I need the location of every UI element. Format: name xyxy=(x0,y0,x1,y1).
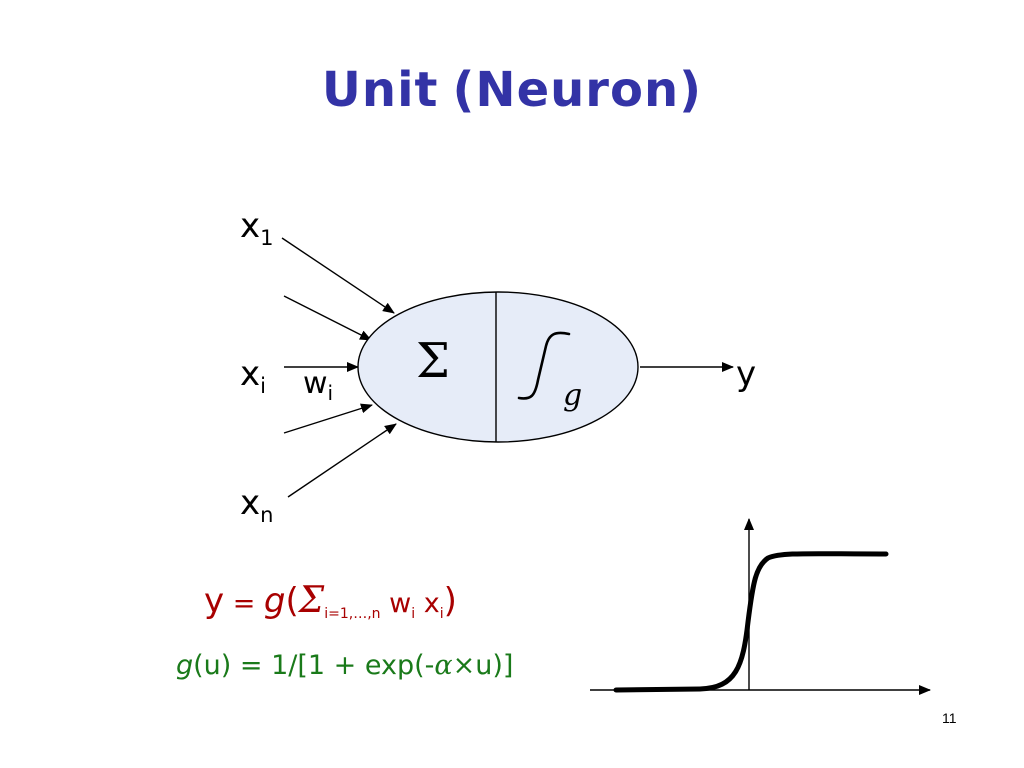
weight-label-wi: wi xyxy=(303,366,334,405)
input-arrow-x1 xyxy=(281,237,395,314)
neuron-body xyxy=(357,291,639,443)
sigmoid-curve xyxy=(613,551,889,693)
sigmoid-equation: g(u) = 1/[1 + exp(-α×u)] xyxy=(176,650,514,681)
neuron-output-equation: y = g(Σi=1,…,n wi xi) xyxy=(204,580,457,622)
activation-label: g xyxy=(563,378,583,413)
title-word-unit: Unit xyxy=(321,62,439,118)
input-label-x1: x1 xyxy=(240,206,274,250)
output-label-y: y xyxy=(736,354,757,394)
input-label-xn: xn xyxy=(240,483,274,527)
input-label-xi: xi xyxy=(240,354,266,398)
input-arrow-2 xyxy=(283,295,372,341)
sum-symbol: Σ xyxy=(416,333,450,389)
page-title: Unit(Neuron) xyxy=(0,62,1024,118)
input-arrow-xn xyxy=(287,423,397,498)
activation-icon xyxy=(517,331,571,400)
page-number: 11 xyxy=(942,710,957,726)
input-arrow-4 xyxy=(283,403,373,434)
title-word-neuron: (Neuron) xyxy=(452,62,703,118)
